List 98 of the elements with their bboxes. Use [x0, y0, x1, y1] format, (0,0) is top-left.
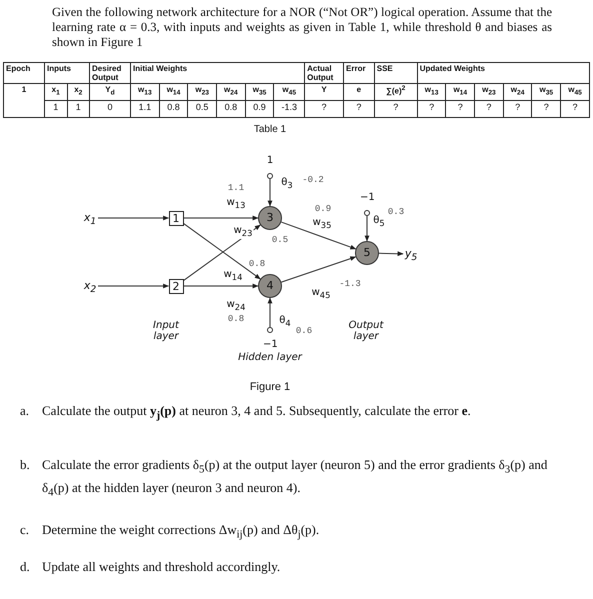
table-cell: 0.8 — [216, 100, 246, 118]
edge-label: w$_{13}$ — [226, 197, 246, 211]
arrow — [98, 284, 170, 288]
header-cell: Epoch — [4, 62, 44, 84]
edge-label: w$_{23}$ — [232, 225, 254, 239]
table-cell: w$_{14}$ — [159, 84, 188, 100]
edge-label: θ$_{5}$ — [372, 215, 386, 229]
question-letter: a. — [20, 402, 30, 419]
table-cell: 0.5 — [188, 100, 217, 118]
bias-input-value: −1 — [263, 339, 277, 351]
input-label: x$_{1}$ — [82, 210, 98, 226]
table-cell: x$_{2}$ — [67, 84, 90, 100]
arrow — [280, 222, 356, 250]
arrow — [268, 178, 272, 207]
weight-value: 0.5 — [272, 235, 288, 245]
table-cell: w$_{35}$ — [245, 84, 274, 100]
neuron-circle: 3 — [258, 206, 282, 230]
table-cell: ? — [532, 100, 561, 118]
table-cell: 1 — [44, 100, 67, 118]
header-cell: Desired Output — [90, 62, 130, 84]
question-text: Calculate the output y$_{j}$(p) at neuron 3, 4 and 5. Subsequently, calculate the error e. — [42, 402, 472, 424]
table-cell: w$_{24}$ — [503, 84, 532, 100]
table-cell: ? — [304, 100, 344, 118]
arrow — [364, 216, 370, 242]
table-caption: Table 1 — [254, 124, 286, 135]
arrow — [268, 297, 272, 328]
table-cell: Y — [304, 84, 344, 100]
arrow — [98, 216, 170, 220]
edge-label: w$_{14}$ — [222, 269, 244, 283]
table-cell: ? — [474, 100, 504, 118]
table-cell: ? — [417, 100, 446, 118]
question-letter: d. — [20, 558, 30, 575]
table-cell: 0.9 — [245, 100, 274, 118]
weight-value: -1.3 — [339, 279, 361, 289]
header-cell: Actual Output — [304, 62, 344, 84]
threshold-value: 0.3 — [388, 207, 404, 217]
threshold-value: -0.2 — [302, 175, 324, 185]
question-text: Update all weights and threshold accordingly. — [42, 558, 282, 575]
input-node-box: 2 — [168, 278, 184, 294]
weight-value: 0.9 — [314, 204, 332, 214]
header-cell: Error — [344, 62, 374, 84]
question-text: Determine the weight corrections Δw$_{ij}$(p) and Δθ$_{j}$(p). — [42, 521, 320, 543]
table-cell: w$_{35}$ — [532, 84, 561, 100]
header-cell: SSE — [374, 62, 418, 84]
table-cell: 0 — [90, 100, 130, 118]
edge-label: θ$_{3}$ — [280, 177, 294, 191]
table-cell: 1 — [67, 100, 90, 118]
layer-label: Output layer — [348, 320, 385, 342]
edge-label: w$_{35}$ — [312, 217, 332, 231]
weight-value: 1.1 — [228, 183, 244, 193]
edge-label: w$_{24}$ — [226, 299, 246, 313]
figure-caption: Figure 1 — [250, 381, 290, 393]
arrow — [280, 256, 356, 283]
table-cell: ? — [344, 100, 374, 118]
bias-input-value: 1 — [266, 155, 274, 167]
question-letter: c. — [20, 521, 30, 538]
threshold-value: 0.6 — [296, 326, 312, 336]
edge-label: θ$_{4}$ — [278, 315, 292, 329]
table-cell: 1.1 — [130, 100, 160, 118]
arrow — [183, 216, 259, 220]
arrow — [378, 251, 404, 256]
table-cell: w$_{23}$ — [474, 84, 504, 100]
question-text: Calculate the error gradients δ$_{5}$(p) at the output layer (neuron 5) and the error gradients δ$_{3}$(p) and δ$_{4}$(p) at the hidden layer (neuron 3 and neuron 4). — [42, 456, 548, 500]
table-cell: e — [344, 84, 374, 100]
table-cell: ? — [374, 100, 418, 118]
neuron-circle: 5 — [355, 241, 379, 265]
table-cell: w$_{45}$ — [274, 84, 305, 100]
table-cell: w$_{13}$ — [130, 84, 160, 100]
intro-paragraph: Given the following network architecture for a NOR (“Not OR”) logical operation. Assume that the learning rate α = 0.3, with inputs and weights as given in Table 1, while threshold θ and biases as shown in Figure 1 — [52, 5, 552, 50]
weight-value: 0.8 — [248, 259, 266, 269]
table-cell: ? — [446, 100, 475, 118]
table-cell: w$_{13}$ — [417, 84, 446, 100]
input-label: x$_{2}$ — [82, 278, 98, 294]
header-cell: Inputs — [44, 62, 90, 84]
table-cell: 0.8 — [159, 100, 188, 118]
table-cell: w$_{45}$ — [560, 84, 590, 100]
table-cell: w$_{23}$ — [188, 84, 217, 100]
neuron-circle: 4 — [258, 274, 282, 298]
table-cell: w$_{14}$ — [446, 84, 475, 100]
input-node-box: 1 — [168, 210, 184, 226]
header-cell: Updated Weights — [417, 62, 590, 84]
edge-label: w$_{45}$ — [310, 287, 332, 301]
question-letter: b. — [20, 456, 30, 473]
weight-value: 0.8 — [228, 314, 244, 324]
output-label: y$_{5}$ — [403, 246, 419, 262]
table-cell: w$_{24}$ — [216, 84, 246, 100]
table-cell: Y$_{d}$ — [90, 84, 130, 100]
table-cell: ? — [503, 100, 532, 118]
layer-label: Hidden layer — [237, 352, 304, 363]
table-cell: ∑(e)$^{2}$ — [374, 84, 418, 100]
table-cell: -1.3 — [274, 100, 305, 118]
layer-label: Input layer — [152, 320, 180, 342]
table-cell: 1 — [4, 84, 44, 118]
table-cell: x$_{1}$ — [44, 84, 67, 100]
table-cell: ? — [560, 100, 590, 118]
arrow — [183, 284, 259, 288]
header-cell: Initial Weights — [130, 62, 305, 84]
bias-input-value: −1 — [360, 192, 374, 204]
